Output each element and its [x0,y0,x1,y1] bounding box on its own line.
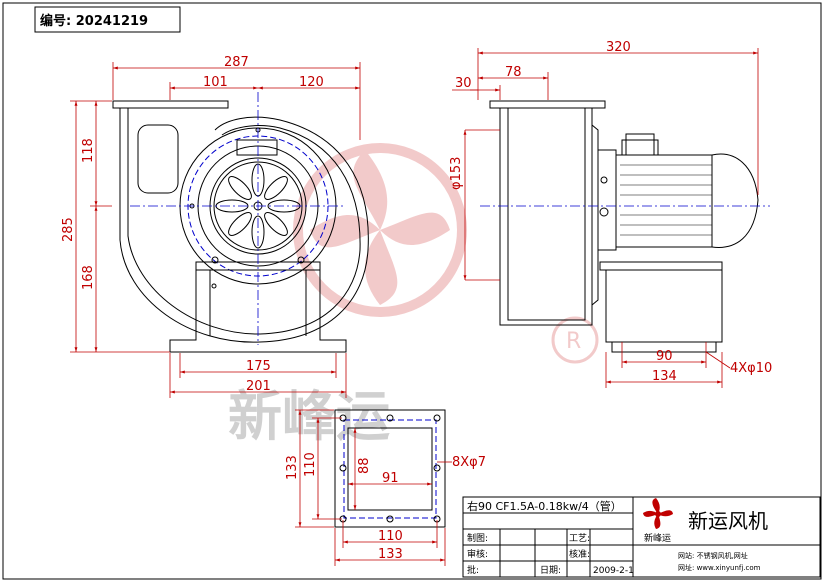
dim-134: 134 [652,369,677,384]
dim-91: 91 [382,471,399,486]
side-view [489,100,759,353]
dim-88: 88 [357,457,372,474]
row2-label2: 核准: [569,548,590,560]
drawing-number: 编号: 20241219 [40,13,148,29]
row2-label: 审核: [467,548,488,560]
row3-label2: 日期: [540,565,561,576]
dim-285: 285 [61,217,76,242]
flange-dimensions [295,409,452,566]
dim-287: 287 [224,55,249,70]
date-value: 2009-2-1 [593,566,634,576]
dim-phi153: φ153 [449,157,464,190]
side-dimensions [452,48,759,388]
dim-110-vertical: 110 [303,452,318,477]
dim-110-horizontal: 110 [378,529,403,544]
dim-8xphi7: 8Xφ7 [452,455,486,470]
company-logo-icon [643,498,673,529]
watermark-logo: R [293,143,599,364]
dim-120: 120 [299,75,324,90]
front-dimensions [70,62,361,398]
dim-201: 201 [246,379,271,394]
footer-line-2: 网址: www.xinyunfj.com [678,563,761,572]
row1-label2: 工艺: [569,533,590,544]
dim-78: 78 [505,65,522,80]
dim-4xphi10: 4Xφ10 [730,361,772,376]
dim-133-horizontal: 133 [378,547,403,562]
dim-30: 30 [455,76,472,91]
front-centerlines [130,92,345,345]
dim-168: 168 [81,265,96,290]
footer-line-1: 网站: 不锈钢风机,网址 [678,551,748,560]
dim-118: 118 [81,138,96,163]
dim-101: 101 [203,75,228,90]
dim-175: 175 [246,359,271,374]
title-block [462,496,821,578]
dim-90: 90 [656,349,673,364]
row1-label: 制图: [467,532,488,544]
flange-view [334,409,446,528]
watermark-text: 新峰运 [228,385,390,448]
company-name: 新运风机 [688,509,768,533]
drawing-number-box [34,6,181,33]
svg-text:R: R [566,329,581,354]
dim-320: 320 [606,40,631,55]
dim-133-vertical: 133 [285,455,300,480]
logo-subtext: 新峰运 [644,532,671,544]
row3-label: 批: [467,564,479,576]
model-label: 右90 CF1.5A-0.18kw/4（管） [467,499,622,513]
